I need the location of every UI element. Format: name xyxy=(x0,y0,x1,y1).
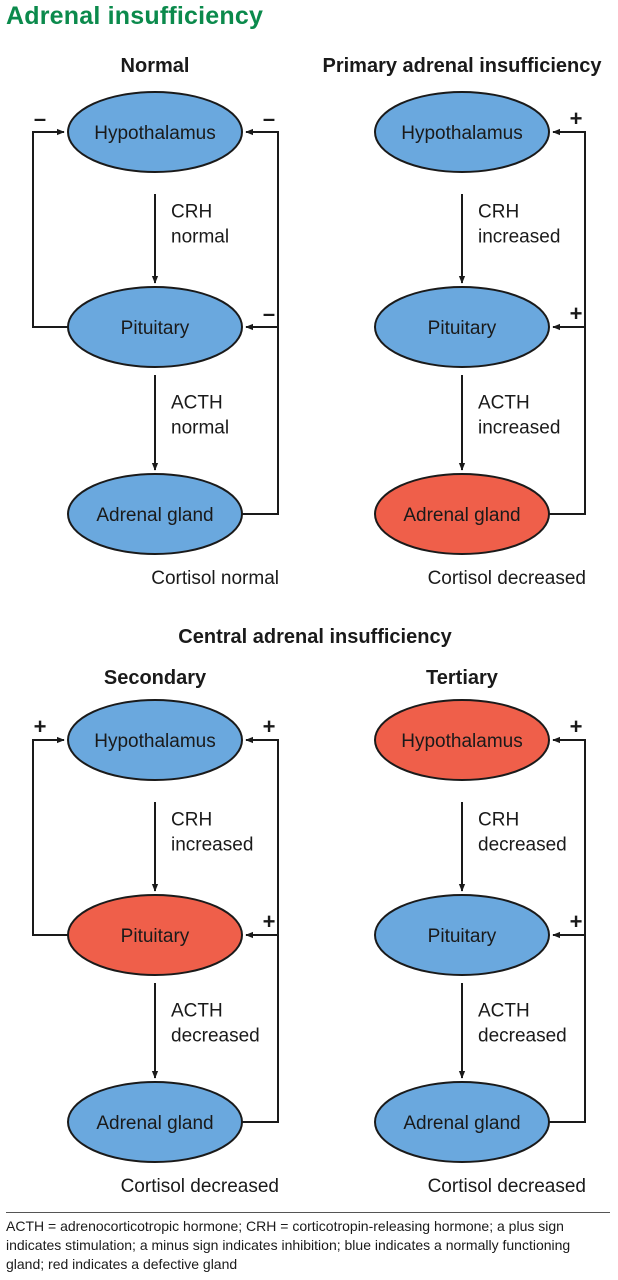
feedback-sign-right-pituitary: + xyxy=(570,909,583,934)
acth-label: ACTH xyxy=(478,393,530,414)
feedback-sign-right-pituitary: + xyxy=(570,301,583,326)
pituitary-feedback-hypothalamus-arrow xyxy=(32,128,68,328)
cortisol-status: Cortisol normal xyxy=(151,568,279,589)
acth-label: ACTH xyxy=(478,1001,530,1022)
hypothalamus-node xyxy=(67,699,243,781)
crh-label: CRH xyxy=(478,202,519,223)
hypothalamus-label: Hypothalamus xyxy=(94,731,215,752)
pituitary-feedback-hypothalamus-arrow xyxy=(32,736,68,936)
acth-level: normal xyxy=(171,418,229,439)
panel-1: Primary adrenal insufficiencyHypothalamu… xyxy=(322,55,602,589)
panel-title: Tertiary xyxy=(426,667,499,689)
adrenal-gland-label: Adrenal gland xyxy=(96,505,213,526)
feedback-sign-right-hypothalamus: + xyxy=(570,106,583,131)
hypothalamus-node xyxy=(67,91,243,173)
pituitary-label: Pituitary xyxy=(428,318,497,339)
panel-title: Normal xyxy=(121,55,190,77)
hypothalamus-label: Hypothalamus xyxy=(94,123,215,144)
central-section-title: Central adrenal insufficiency xyxy=(178,626,452,648)
cortisol-status: Cortisol decreased xyxy=(428,568,586,589)
feedback-sign-right-pituitary: – xyxy=(263,301,275,326)
panel-title: Secondary xyxy=(104,667,207,689)
crh-level: normal xyxy=(171,227,229,248)
cortisol-feedback-hypothalamus-arrow xyxy=(549,128,586,515)
cortisol-feedback-hypothalamus-arrow xyxy=(242,736,279,1123)
crh-label: CRH xyxy=(478,810,519,831)
pituitary-node xyxy=(374,894,550,976)
acth-level: decreased xyxy=(171,1026,260,1047)
hypothalamus-node xyxy=(374,91,550,173)
crh-level: increased xyxy=(478,227,560,248)
crh-level: decreased xyxy=(478,835,567,856)
adrenal-gland-label: Adrenal gland xyxy=(403,505,520,526)
hypothalamus-label: Hypothalamus xyxy=(401,123,522,144)
crh-label: CRH xyxy=(171,202,212,223)
acth-label: ACTH xyxy=(171,393,223,414)
crh-label: CRH xyxy=(171,810,212,831)
hypothalamus-label: Hypothalamus xyxy=(401,731,522,752)
pituitary-label: Pituitary xyxy=(121,926,190,947)
adrenal-axis-diagram: Central adrenal insufficiency NormalHypo… xyxy=(32,55,602,1197)
acth-level: decreased xyxy=(478,1026,567,1047)
cortisol-status: Cortisol decreased xyxy=(428,1176,586,1197)
page-title: Adrenal insufficiency xyxy=(6,2,264,30)
feedback-sign-left-hypothalamus: + xyxy=(34,714,47,739)
cortisol-feedback-hypothalamus-arrow xyxy=(242,128,279,515)
acth-level: increased xyxy=(478,418,560,439)
acth-label: ACTH xyxy=(171,1001,223,1022)
pituitary-label: Pituitary xyxy=(428,926,497,947)
feedback-sign-left-hypothalamus: – xyxy=(34,106,46,131)
pituitary-node xyxy=(374,286,550,368)
hypothalamus-node xyxy=(374,699,550,781)
adrenal-gland-label: Adrenal gland xyxy=(96,1113,213,1134)
pituitary-label: Pituitary xyxy=(121,318,190,339)
footnote: ACTH = adrenocorticotropic hormone; CRH … xyxy=(6,1212,610,1274)
adrenal-gland-label: Adrenal gland xyxy=(403,1113,520,1134)
feedback-sign-right-hypothalamus: + xyxy=(570,714,583,739)
cortisol-status: Cortisol decreased xyxy=(121,1176,279,1197)
panel-title: Primary adrenal insufficiency xyxy=(322,55,602,77)
cortisol-feedback-hypothalamus-arrow xyxy=(549,736,586,1123)
feedback-sign-right-hypothalamus: – xyxy=(263,106,275,131)
feedback-sign-right-hypothalamus: + xyxy=(263,714,276,739)
crh-level: increased xyxy=(171,835,253,856)
feedback-sign-right-pituitary: + xyxy=(263,909,276,934)
